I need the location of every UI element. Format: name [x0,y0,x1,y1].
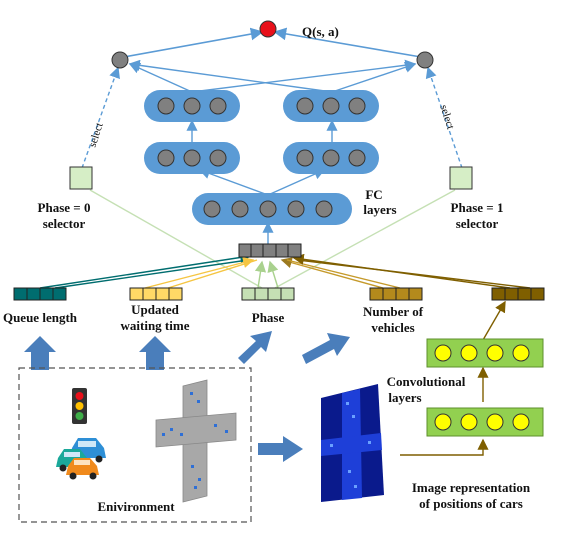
cars-icon [56,438,106,480]
fc-label-line1: FC [365,187,382,202]
conv-label-line1: Convolutional [387,374,466,389]
fc-label-line2: layers [363,202,396,217]
traffic-light-icon [72,388,87,424]
phase1-selector-box [449,166,473,190]
car-position-image-icon [321,384,384,502]
connections [39,27,531,456]
action-neuron-left [111,51,129,69]
waiting-time-label-line2: waiting time [121,318,190,333]
right-lower-block [283,142,379,174]
phase0-selector-box [69,166,93,190]
q-value-neuron [259,20,277,38]
vehicles-vector [369,287,423,301]
queue-length-vector [13,287,67,301]
conv-layer-lower [426,407,544,437]
arrow-to-image [258,436,303,462]
env-arrows [24,331,350,462]
left-upper-block [144,90,240,122]
select-label-left: select [87,121,106,149]
arrow-to-waiting [139,336,171,370]
action-neuron-right [416,51,434,69]
arrow-to-phase [238,331,272,364]
left-lower-block [144,142,240,174]
arrow-to-queue [24,336,56,370]
q-value-label: Q(s, a) [302,24,339,39]
environment-box [18,367,252,523]
phase0-label-line1: Phase = 0 [38,200,91,215]
phase1-label-line1: Phase = 1 [451,200,504,215]
fc-block [192,193,352,225]
image-rep-label-line1: Image representation [412,480,531,495]
arrow-to-vehicles [302,333,350,364]
phase-label: Phase [252,310,285,325]
queue-length-label: Queue length [3,310,78,325]
phase1-label-line2: selector [456,216,499,231]
waiting-time-vector [129,287,183,301]
intersection-map-icon [155,379,237,503]
environment-label: Enivironment [97,499,175,514]
conv-output-vector [491,287,545,301]
waiting-time-label-line1: Updated [131,302,179,317]
vehicles-label-line2: vehicles [371,320,414,335]
phase0-label-line2: selector [43,216,86,231]
phase-vector [241,287,295,301]
conv-layer-upper [426,338,544,368]
vehicles-label-line1: Number of [363,304,424,319]
concat-vector [238,243,302,258]
right-upper-block [283,90,379,122]
image-rep-label-line2: of positions of cars [419,496,523,511]
select-label-right: select [437,103,456,131]
conv-label-line2: layers [388,390,421,405]
